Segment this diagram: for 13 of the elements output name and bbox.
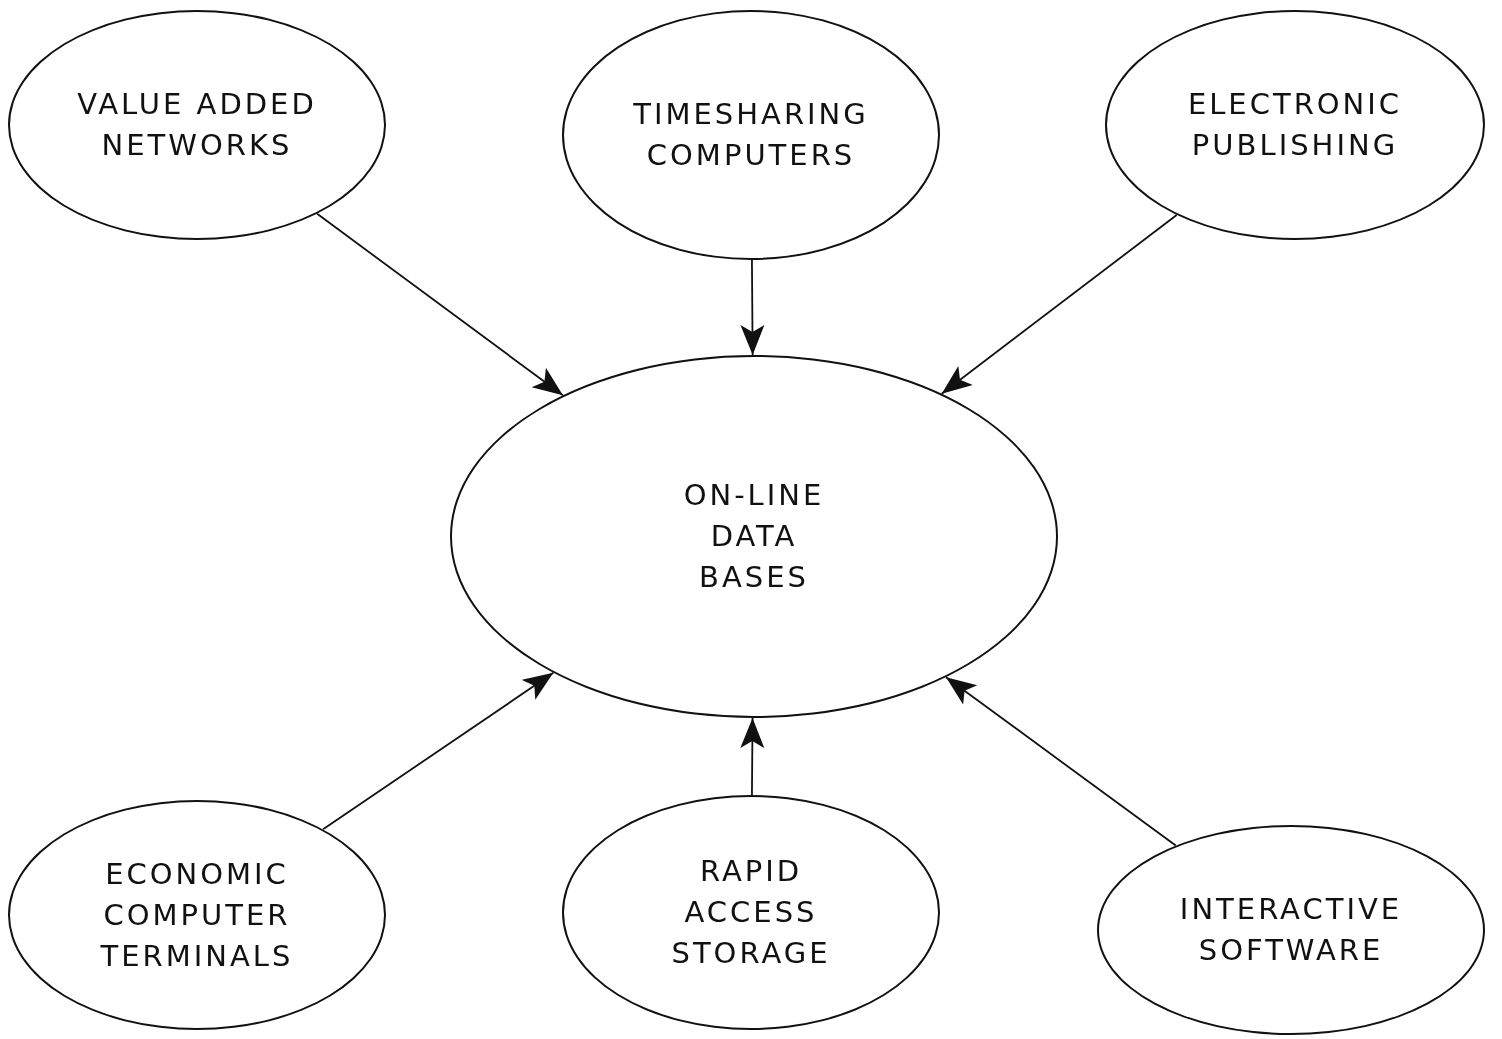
- arrow: [945, 676, 1177, 847]
- node-label: INTERACTIVE SOFTWARE: [1178, 891, 1404, 969]
- arrow: [316, 212, 564, 397]
- node-label: ECONOMIC COMPUTER TERMINALS: [99, 855, 295, 975]
- arrow: [322, 671, 555, 831]
- node-label: ON-LINE DATA BASES: [682, 477, 826, 596]
- arrow: [740, 717, 765, 796]
- arrow: [740, 259, 765, 356]
- node-label: TIMESHARING COMPUTERS: [632, 96, 870, 174]
- node-label: RAPID ACCESS STORAGE: [670, 853, 832, 972]
- arrow: [940, 214, 1178, 395]
- node-label: VALUE ADDED NETWORKS: [77, 86, 317, 164]
- node-label: ELECTRONIC PUBLISHING: [1186, 86, 1404, 164]
